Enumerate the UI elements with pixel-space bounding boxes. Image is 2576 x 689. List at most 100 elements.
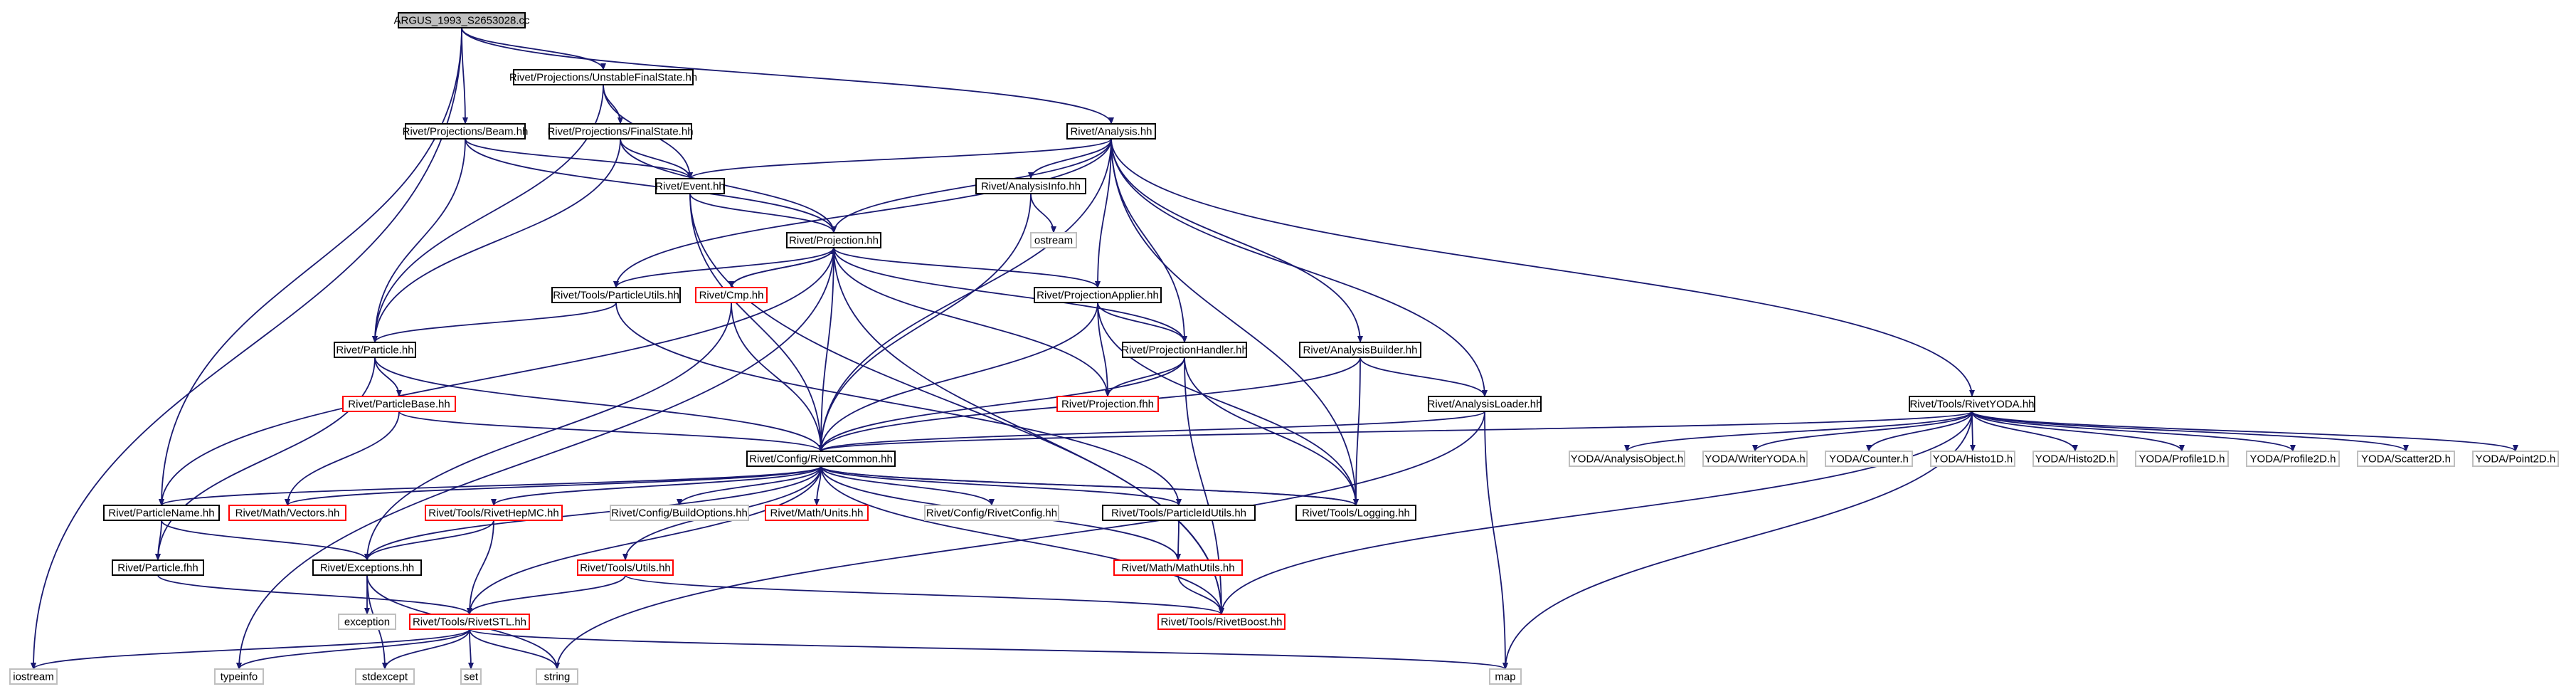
file-node-iostream[interactable]: iostream xyxy=(9,668,58,685)
file-node-logging[interactable]: Rivet/Tools/Logging.hh xyxy=(1295,505,1416,521)
file-node-yao[interactable]: YODA/AnalysisObject.h xyxy=(1569,451,1685,467)
file-node-hepmc[interactable]: Rivet/Tools/RivetHepMC.hh xyxy=(425,505,563,521)
file-node-pfhh[interactable]: Rivet/Projection.fhh xyxy=(1056,396,1159,412)
file-node-box xyxy=(746,451,896,467)
file-node-box xyxy=(1428,396,1542,412)
include-edge-hepmc-to-stl xyxy=(467,520,494,615)
file-node-analysis[interactable]: Rivet/Analysis.hh xyxy=(1066,123,1156,140)
include-edge-tutils-to-boost xyxy=(625,574,1224,615)
file-node-box xyxy=(1113,559,1243,576)
file-node-particle[interactable]: Rivet/Particle.hh xyxy=(334,342,416,358)
file-node-yc[interactable]: YODA/Counter.h xyxy=(1825,451,1913,467)
file-node-stl[interactable]: Rivet/Tools/RivetSTL.hh xyxy=(409,614,530,630)
file-node-exceptions[interactable]: Rivet/Exceptions.hh xyxy=(312,559,422,576)
file-node-label: Rivet/Config/BuildOptions.hh xyxy=(611,507,748,519)
file-node-label: Rivet/Projections/UnstableFinalState.hh xyxy=(509,71,697,83)
file-node-ywy[interactable]: YODA/WriterYODA.h xyxy=(1702,451,1808,467)
file-node-ryoda[interactable]: Rivet/Tools/RivetYODA.hh xyxy=(1909,396,2035,412)
include-edge-root-to-analysis xyxy=(461,27,1114,125)
include-edge-particle-to-pbase xyxy=(374,357,402,397)
file-node-box xyxy=(1909,396,2035,412)
file-node-label: map xyxy=(1495,670,1515,683)
file-node-tutils[interactable]: Rivet/Tools/Utils.hh xyxy=(577,559,674,576)
file-node-common[interactable]: Rivet/Config/RivetCommon.hh xyxy=(746,451,896,467)
file-node-label: YODA/Histo1D.h xyxy=(1933,453,2013,465)
include-edge-stl-to-string xyxy=(469,628,560,670)
file-node-ainfo[interactable]: Rivet/AnalysisInfo.hh xyxy=(975,178,1086,194)
include-edge-pbase-to-vectors xyxy=(285,411,400,506)
file-node-phandler[interactable]: Rivet/ProjectionHandler.hh xyxy=(1121,342,1248,358)
file-node-label: ostream xyxy=(1034,234,1073,246)
file-node-putils[interactable]: Rivet/Tools/ParticleUtils.hh xyxy=(551,287,681,303)
file-node-label: Rivet/Projections/FinalState.hh xyxy=(547,125,693,137)
file-node-string[interactable]: string xyxy=(536,668,578,685)
file-node-box xyxy=(536,668,578,685)
file-node-aloader[interactable]: Rivet/AnalysisLoader.hh xyxy=(1428,396,1542,412)
file-node-exception[interactable]: exception xyxy=(338,614,396,630)
file-node-box xyxy=(398,12,526,28)
file-node-pfhh2[interactable]: Rivet/Particle.fhh xyxy=(112,559,204,576)
include-edge-aloader-to-map xyxy=(1484,411,1508,670)
file-node-yp1[interactable]: YODA/Profile1D.h xyxy=(2135,451,2229,467)
file-node-label: Rivet/Math/Units.hh xyxy=(770,507,864,519)
file-node-mathutils[interactable]: Rivet/Math/MathUtils.hh xyxy=(1113,559,1243,576)
include-edge-event-to-projection xyxy=(689,193,837,233)
include-edge-aloader-to-common xyxy=(818,411,1485,452)
file-node-yh2[interactable]: YODA/Histo2D.h xyxy=(2032,451,2118,467)
file-node-projection[interactable]: Rivet/Projection.hh xyxy=(786,232,881,248)
file-node-pidutils[interactable]: Rivet/Tools/ParticleIdUtils.hh xyxy=(1102,505,1256,521)
file-node-root[interactable]: ARGUS_1993_S2653028.cc xyxy=(394,12,530,28)
file-node-abuilder[interactable]: Rivet/AnalysisBuilder.hh xyxy=(1299,342,1421,358)
file-node-boost[interactable]: Rivet/Tools/RivetBoost.hh xyxy=(1157,614,1286,630)
file-node-label: YODA/Point2D.h xyxy=(2476,453,2556,465)
file-node-rconfig[interactable]: Rivet/Config/RivetConfig.hh xyxy=(924,505,1059,521)
file-node-label: ARGUS_1993_S2653028.cc xyxy=(394,14,530,26)
file-node-label: stdexcept xyxy=(362,670,408,683)
file-node-box xyxy=(2032,451,2118,467)
file-node-papplier[interactable]: Rivet/ProjectionApplier.hh xyxy=(1034,287,1162,303)
file-node-box xyxy=(312,559,422,576)
file-node-ufs[interactable]: Rivet/Projections/UnstableFinalState.hh xyxy=(509,69,697,85)
file-node-typeinfo[interactable]: typeinfo xyxy=(214,668,264,685)
file-node-yp2d[interactable]: YODA/Point2D.h xyxy=(2472,451,2559,467)
file-node-units[interactable]: Rivet/Math/Units.hh xyxy=(765,505,869,521)
file-node-box xyxy=(342,396,456,412)
file-node-label: Rivet/Particle.hh xyxy=(336,344,413,356)
include-edge-ryoda-to-yh2 xyxy=(1971,411,2078,452)
file-node-ys2[interactable]: YODA/Scatter2D.h xyxy=(2357,451,2455,467)
include-edge-stl-to-set xyxy=(467,628,474,670)
file-node-box xyxy=(2472,451,2559,467)
file-node-map[interactable]: map xyxy=(1489,668,1522,685)
file-node-box xyxy=(228,505,346,521)
file-node-label: Rivet/AnalysisInfo.hh xyxy=(981,180,1081,192)
file-node-yp2[interactable]: YODA/Profile2D.h xyxy=(2246,451,2340,467)
include-edge-analysis-to-putils xyxy=(613,138,1112,288)
include-edge-analysis-to-logging xyxy=(1111,138,1359,506)
file-node-pname[interactable]: Rivet/ParticleName.hh xyxy=(103,505,220,521)
include-edge-stl-to-stdexcept xyxy=(382,628,470,670)
file-node-vectors[interactable]: Rivet/Math/Vectors.hh xyxy=(228,505,346,521)
include-edge-analysis-to-ainfo xyxy=(1028,138,1112,179)
file-node-box xyxy=(1030,232,1077,248)
include-edge-putils-to-particle xyxy=(372,302,617,343)
file-node-buildopt[interactable]: Rivet/Config/BuildOptions.hh xyxy=(610,505,749,521)
file-node-box xyxy=(334,342,416,358)
include-edge-logging-to-common xyxy=(818,466,1357,506)
file-node-event[interactable]: Rivet/Event.hh xyxy=(655,178,725,194)
file-node-box xyxy=(112,559,204,576)
file-node-beam[interactable]: Rivet/Projections/Beam.hh xyxy=(403,123,529,140)
include-edge-stl-to-typeinfo xyxy=(236,628,470,670)
file-node-pbase[interactable]: Rivet/ParticleBase.hh xyxy=(342,396,456,412)
file-node-box xyxy=(1930,451,2015,467)
file-node-cmp[interactable]: Rivet/Cmp.hh xyxy=(695,287,768,303)
file-node-yh1[interactable]: YODA/Histo1D.h xyxy=(1930,451,2015,467)
file-node-box xyxy=(338,614,396,630)
file-node-box xyxy=(1295,505,1416,521)
file-node-set[interactable]: set xyxy=(460,668,482,685)
file-node-ostream[interactable]: ostream xyxy=(1030,232,1077,248)
file-node-box xyxy=(1034,287,1162,303)
file-node-stdexcept[interactable]: stdexcept xyxy=(355,668,415,685)
file-node-fs[interactable]: Rivet/Projections/FinalState.hh xyxy=(547,123,694,140)
include-edge-papplier-to-logging xyxy=(1097,302,1359,506)
include-edge-root-to-beam xyxy=(461,27,468,125)
